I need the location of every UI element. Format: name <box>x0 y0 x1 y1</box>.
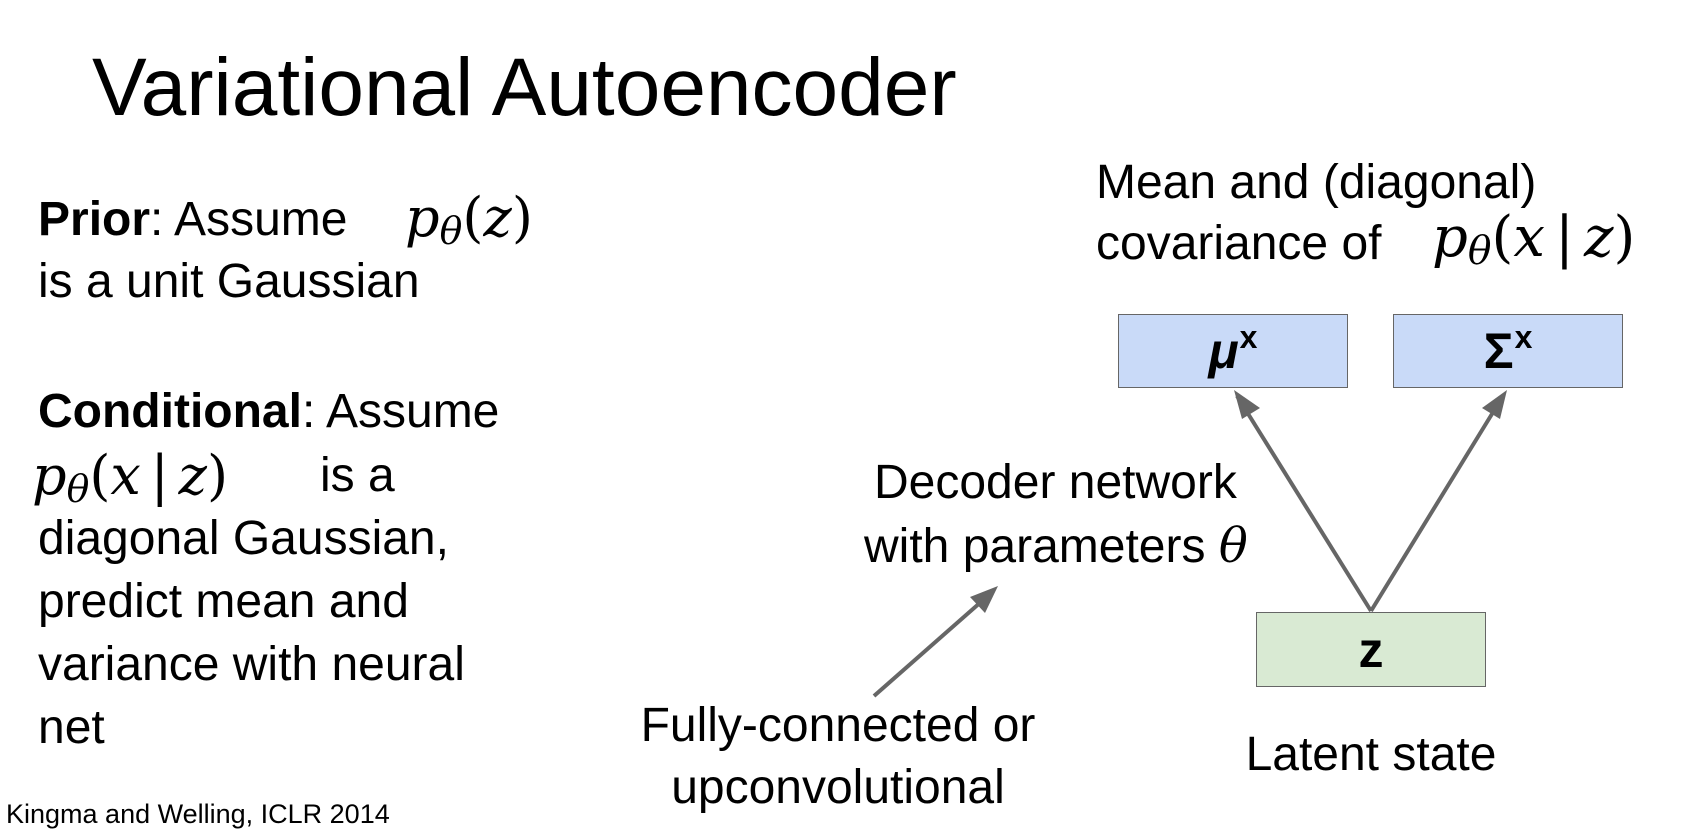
arrow-z-to-mu-head <box>1234 390 1260 419</box>
conditional-line-5: variance with neural <box>38 638 465 691</box>
sigma-symbol: Σ <box>1483 323 1514 379</box>
z-symbol: z <box>1358 621 1384 678</box>
conditional-line-1: Conditional: Assume <box>38 384 499 440</box>
prior-math: pθ(z) <box>405 186 533 263</box>
fc-label-line-1: Fully-connected or <box>640 699 1036 752</box>
output-label-math-expression: pθ(x|z) <box>1432 205 1636 274</box>
latent-state-label: Latent state <box>1245 728 1497 781</box>
prior-heading: Prior <box>38 193 151 246</box>
mu-symbol: μ <box>1208 323 1239 379</box>
sigma-superscript: x <box>1514 318 1533 355</box>
arrow-fc-to-decoder <box>872 592 992 698</box>
prior-math-expression: pθ(z) <box>405 186 533 253</box>
mu-superscript: x <box>1239 318 1258 355</box>
conditional-line-4: predict mean and <box>38 575 409 628</box>
prior-line-1: Prior: Assume <box>38 192 347 248</box>
output-label-line-1: Mean and (diagonal) <box>1096 156 1537 209</box>
decoder-label-line-1: Decoder network <box>874 456 1237 509</box>
theta-symbol: θ <box>1218 518 1248 574</box>
conditional-line-2: is a <box>320 449 395 502</box>
prior-line-2: is a unit Gaussian <box>38 255 420 308</box>
arrow-z-to-mu <box>1235 394 1373 613</box>
arrow-fc-to-decoder-head <box>970 586 998 613</box>
conditional-heading: Conditional <box>38 385 302 438</box>
page-title: Variational Autoencoder <box>92 42 957 133</box>
arrow-z-to-sigma <box>1369 394 1505 613</box>
conditional-line-6: net <box>38 701 105 754</box>
conditional-line-3: diagonal Gaussian, <box>38 512 449 565</box>
z-box: z <box>1256 612 1486 687</box>
arrow-z-to-sigma-head <box>1482 390 1507 419</box>
output-label-math: pθ(x|z) <box>1432 205 1635 285</box>
citation: Kingma and Welling, ICLR 2014 <box>6 799 390 829</box>
conditional-math: pθ(x|z) <box>32 444 228 521</box>
decoder-label-line-2: with parameters θ <box>864 518 1248 575</box>
output-label-line-2: covariance of <box>1096 217 1382 270</box>
conditional-math-expression: pθ(x|z) <box>32 444 229 511</box>
prior-text: : Assume <box>150 193 348 246</box>
fc-label-line-2: upconvolutional <box>671 761 1005 814</box>
conditional-text: : Assume <box>301 385 500 438</box>
decoder-label-text: with parameters <box>864 520 1206 573</box>
